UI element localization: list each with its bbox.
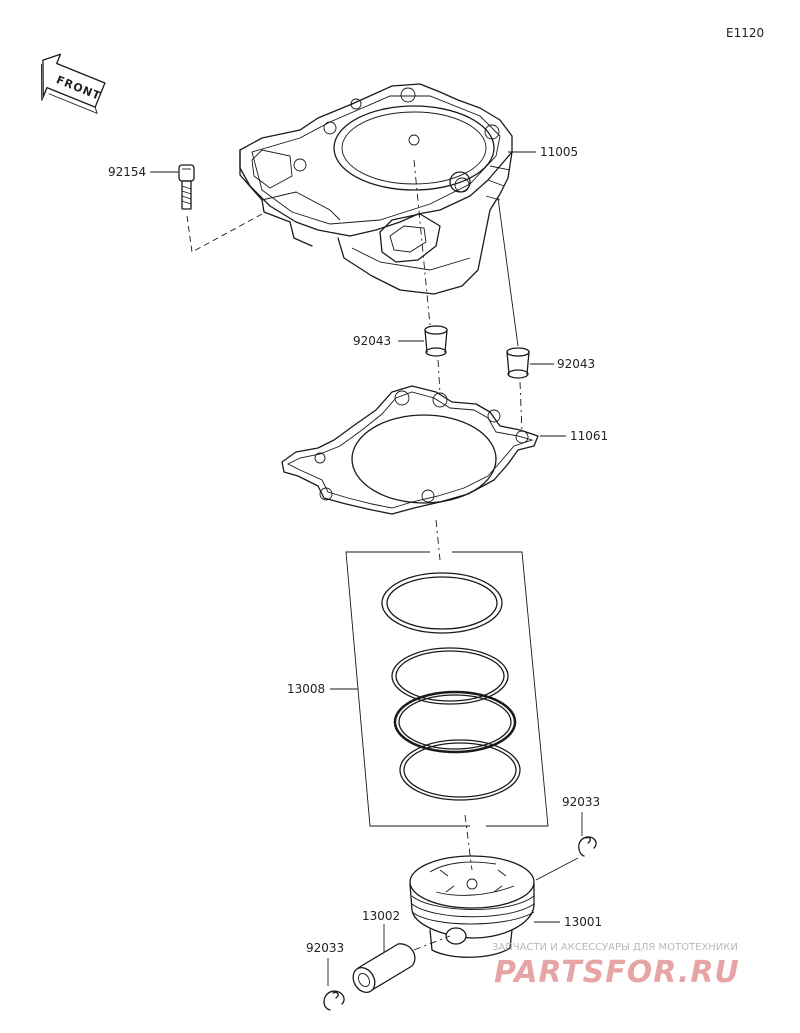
piston-part[interactable] — [409, 855, 535, 958]
part-label-92154: 92154 — [108, 165, 146, 179]
part-label-92043-right: 92043 — [557, 357, 595, 371]
front-arrow-icon: FRONT — [41, 53, 106, 115]
bolt-part[interactable] — [178, 164, 195, 210]
diagram-code: E1120 — [726, 26, 764, 40]
part-label-92043-left: 92043 — [353, 334, 391, 348]
part-label-13002: 13002 — [362, 909, 400, 923]
clip-right-part[interactable] — [578, 836, 597, 857]
cylinder-part[interactable] — [239, 83, 513, 295]
part-label-11061: 11061 — [570, 429, 608, 443]
dowel-right-part[interactable] — [506, 347, 530, 379]
part-label-13008: 13008 — [287, 682, 325, 696]
part-label-13001: 13001 — [564, 915, 602, 929]
gasket-part[interactable] — [281, 385, 539, 515]
pin-part[interactable] — [349, 943, 416, 996]
part-label-92033-right: 92033 — [562, 795, 600, 809]
watermark-caption: ЗАПЧАСТИ И АКСЕССУАРЫ ДЛЯ МОТОТЕХНИКИ — [492, 942, 738, 953]
clip-left-part[interactable] — [323, 990, 345, 1011]
ring-set-part[interactable] — [345, 551, 549, 827]
dowel-left-part[interactable] — [424, 325, 448, 357]
part-label-92033-left: 92033 — [306, 941, 344, 955]
part-label-11005: 11005 — [540, 145, 578, 159]
watermark-logo: PARTSFOR.RU — [494, 955, 740, 990]
